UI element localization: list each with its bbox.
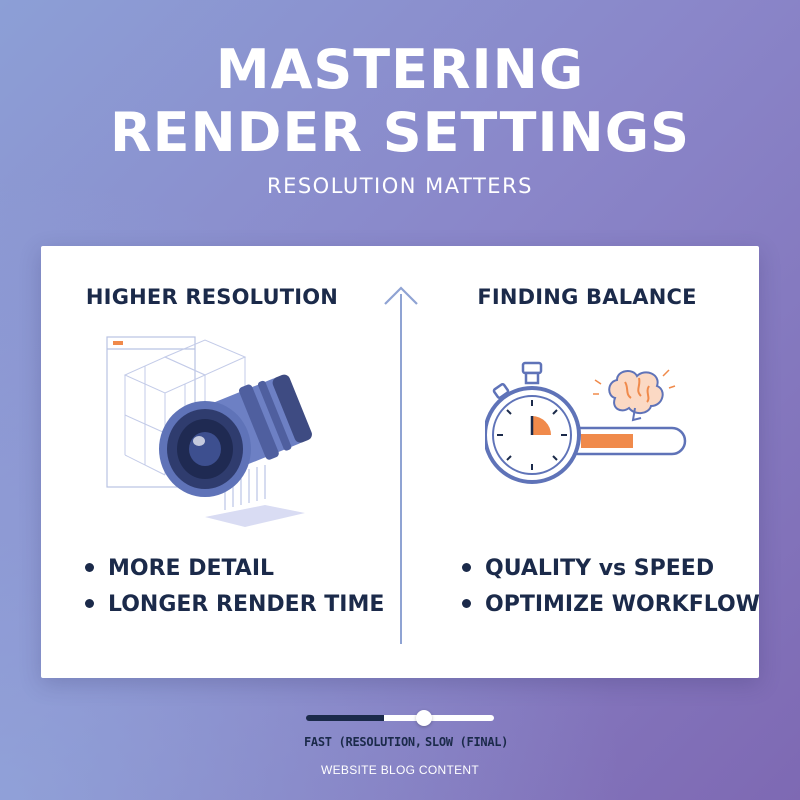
camera-lens-icon bbox=[106, 336, 312, 527]
list-item: MORE DETAIL bbox=[85, 551, 384, 587]
stopwatch-brain-icon bbox=[485, 361, 687, 484]
list-item: OPTIMIZE WORKFLOW bbox=[462, 587, 760, 623]
bullet-dot bbox=[462, 598, 471, 608]
slider-track-filled bbox=[306, 715, 384, 721]
list-item: QUALITY vs SPEED bbox=[462, 551, 760, 587]
right-bullet-list: QUALITY vs SPEED OPTIMIZE WORKFLOW bbox=[462, 551, 760, 623]
footer-text: WEBSITE BLOG CONTENT bbox=[320, 763, 479, 777]
slider-label-slow: SLOW (FINAL) bbox=[425, 735, 509, 749]
slider-label-fast: FAST (RESOLUTION, bbox=[304, 735, 422, 749]
arrow-up-icon bbox=[384, 286, 418, 305]
left-column-heading: HIGHER RESOLUTION bbox=[85, 285, 339, 309]
left-bullet-list: MORE DETAIL LONGER RENDER TIME bbox=[85, 551, 384, 623]
bullet-text: MORE DETAIL bbox=[108, 556, 275, 581]
page-title-line-2: RENDER SETTINGS bbox=[110, 101, 690, 164]
list-item: LONGER RENDER TIME bbox=[85, 587, 384, 623]
quality-speed-slider[interactable] bbox=[306, 710, 494, 726]
page-title-line-1: MASTERING bbox=[215, 38, 585, 101]
slider-track-empty bbox=[384, 715, 494, 721]
bullet-text: LONGER RENDER TIME bbox=[108, 592, 385, 617]
bullet-text: OPTIMIZE WORKFLOW bbox=[485, 592, 760, 617]
page-subtitle: RESOLUTION MATTERS bbox=[266, 174, 533, 198]
right-column-heading: FINDING BALANCE bbox=[477, 285, 697, 309]
bullet-dot bbox=[85, 562, 94, 572]
bullet-dot bbox=[85, 598, 94, 608]
slider-thumb[interactable] bbox=[416, 710, 432, 726]
divider-arrow bbox=[400, 294, 402, 644]
bullet-dot bbox=[462, 562, 471, 572]
bullet-text: QUALITY vs SPEED bbox=[485, 556, 715, 581]
